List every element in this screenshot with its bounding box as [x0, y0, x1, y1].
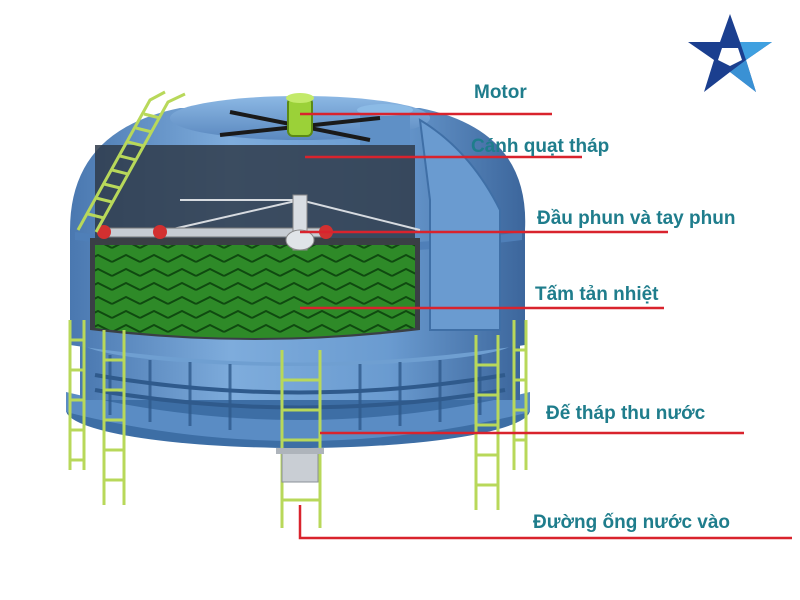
leader-inlet-pipe	[298, 505, 792, 540]
label-spray-head: Đầu phun và tay phun	[537, 208, 736, 229]
star-logo-icon	[688, 14, 772, 92]
interior-cutaway	[90, 145, 421, 340]
inlet-pipe	[276, 448, 324, 483]
motor	[219, 93, 381, 142]
leader-lines	[298, 112, 792, 540]
label-fill-sheet: Tấm tản nhiệt	[535, 284, 659, 305]
label-motor: Motor	[474, 82, 527, 103]
label-basin: Đế tháp thu nước	[546, 403, 706, 424]
ladders	[68, 90, 528, 528]
label-fan-blade: Cánh quạt tháp	[471, 136, 610, 157]
fill-media	[95, 245, 415, 338]
label-inlet-pipe: Đường ống nước vào	[533, 512, 731, 533]
